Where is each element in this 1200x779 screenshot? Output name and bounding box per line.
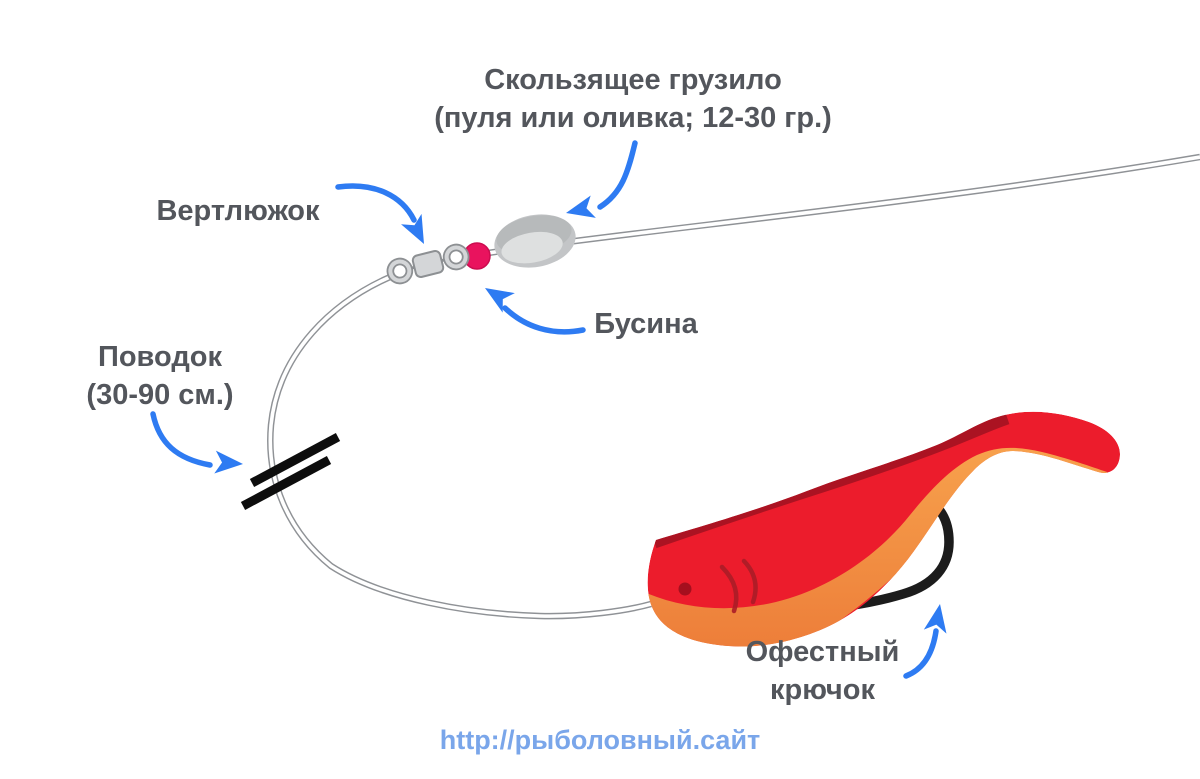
leader-label-line2: (30-90 см.) — [86, 378, 234, 411]
fish-body — [647, 411, 1120, 647]
hook-label: Офестный крючок — [720, 634, 925, 709]
bead-label: Бусина — [594, 308, 698, 340]
sinker-label: Скользящее грузило (пуля или оливка; 12-… — [383, 62, 883, 137]
hook-label-line1: Офестный — [745, 636, 900, 668]
leader-label-line1: Поводок — [98, 341, 222, 373]
fish-belly — [647, 447, 1114, 647]
arrow-to-leader — [150, 411, 243, 474]
sinker-label-line1: Скользящее грузило — [484, 64, 782, 96]
fish-gills — [719, 558, 758, 614]
arrow-to-hook — [903, 604, 947, 679]
arrow-to-sinker — [566, 140, 638, 218]
swivel-left-eye — [386, 257, 414, 285]
sinker-label-line2: (пуля или оливка; 12-30 гр.) — [434, 101, 832, 134]
fish-eye — [678, 582, 692, 596]
arrow-to-swivel — [335, 183, 424, 244]
leader-label: Поводок (30-90 см.) — [60, 339, 260, 414]
leader-line — [267, 268, 652, 620]
arrow-to-bead — [485, 288, 586, 335]
hook-label-line2: крючок — [770, 673, 875, 706]
soft-bait-fish — [647, 411, 1120, 647]
line-break-marks — [240, 433, 341, 510]
swivel — [386, 243, 470, 285]
footer-url: http://рыболовный.сайт — [439, 725, 761, 755]
swivel-label: Вертлюжок — [156, 195, 320, 227]
sliding-sinker — [494, 214, 576, 268]
swivel-right-eye — [442, 243, 470, 271]
